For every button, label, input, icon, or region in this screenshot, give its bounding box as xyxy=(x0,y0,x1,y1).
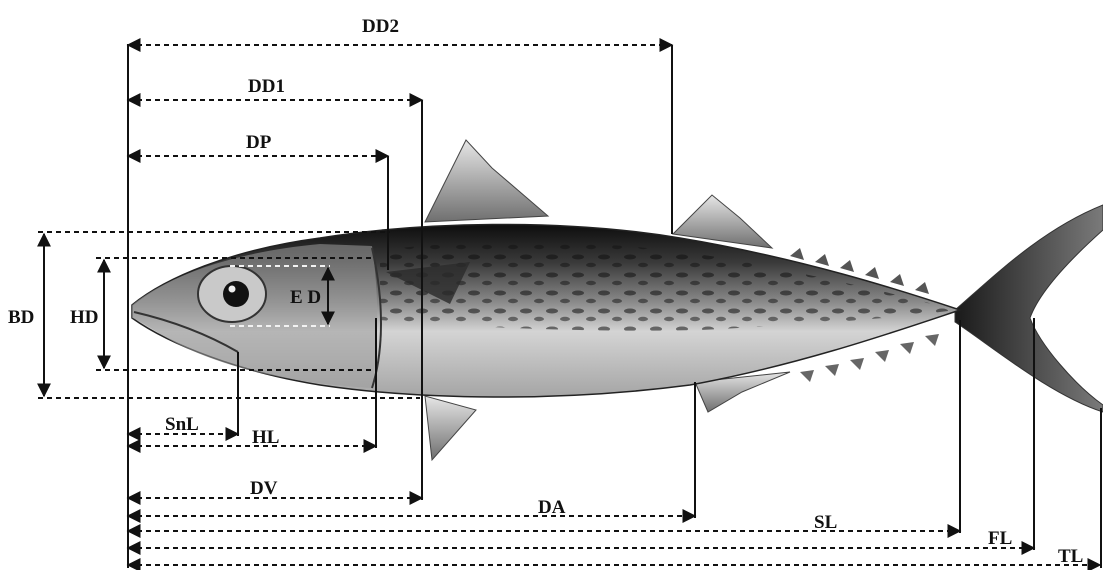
first-dorsal-fin xyxy=(425,140,548,222)
label-dp: DP xyxy=(246,132,272,153)
label-snl: SnL xyxy=(165,414,199,435)
label-bd: BD xyxy=(8,307,34,328)
label-dd2: DD2 xyxy=(362,16,399,37)
pelvic-fin xyxy=(425,396,476,460)
caudal-fin xyxy=(955,205,1103,412)
label-hl: HL xyxy=(252,427,279,448)
label-sl: SL xyxy=(814,512,837,533)
label-da: DA xyxy=(538,497,566,518)
label-dv: DV xyxy=(250,478,278,499)
label-tl: TL xyxy=(1058,546,1083,567)
label-fl: FL xyxy=(988,528,1012,549)
label-ed: E D xyxy=(290,287,321,308)
eye-pupil xyxy=(223,281,249,307)
label-hd: HD xyxy=(70,307,99,328)
fish-illustration xyxy=(132,140,1103,460)
label-dd1: DD1 xyxy=(248,76,285,97)
